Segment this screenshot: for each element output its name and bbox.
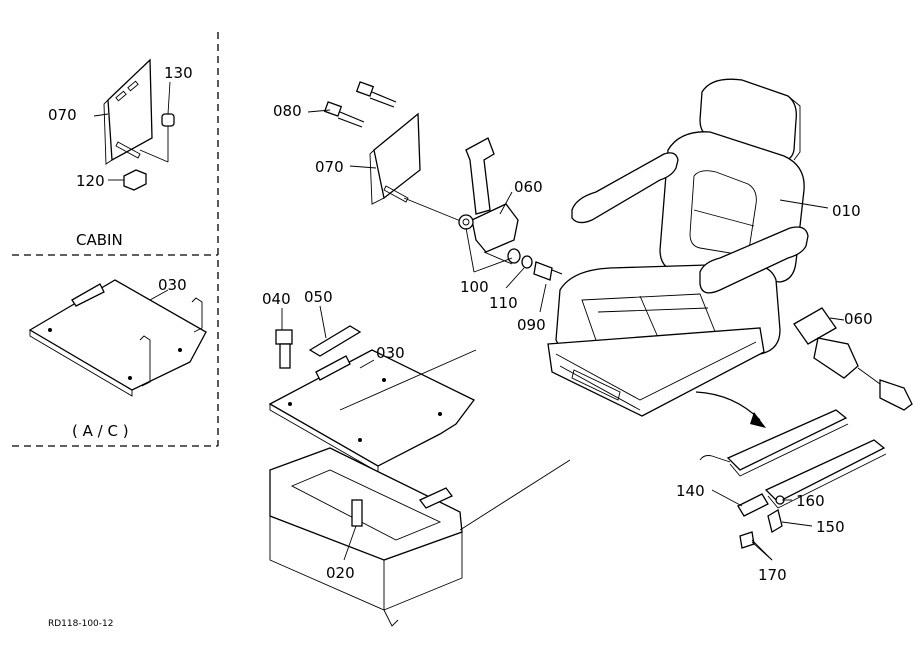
label-070-inset: 070 (48, 106, 77, 124)
label-100: 100 (460, 278, 489, 296)
cabin-nut-120 (123, 169, 147, 191)
label-020: 020 (326, 564, 355, 582)
cabin-bolt-130 (161, 113, 175, 162)
label-060-buckle: 060 (844, 310, 873, 328)
washer-bolt-drawing (507, 248, 563, 281)
label-130: 130 (164, 64, 193, 82)
label-120: 120 (76, 172, 105, 190)
label-030: 030 (376, 344, 405, 362)
label-ac: ( A / C ) (72, 422, 129, 440)
label-060-belt: 060 (514, 178, 543, 196)
label-140: 140 (676, 482, 705, 500)
seat-assembly-010-drawing (547, 78, 829, 417)
label-010: 010 (832, 202, 861, 220)
seat-bolt-080-drawing (323, 81, 397, 128)
label-050: 050 (304, 288, 333, 306)
label-160: 160 (796, 492, 825, 510)
spacer-050-drawing (308, 325, 362, 357)
drawing-id: RD118-100-12 (48, 619, 114, 629)
seat-rails-drawing (699, 409, 887, 561)
seat-base-020-drawing (269, 447, 571, 627)
label-030-inset: 030 (158, 276, 187, 294)
cabin-bracket-drawing (103, 58, 169, 165)
label-110: 110 (489, 294, 518, 312)
floor-plate-030-drawing (268, 349, 477, 473)
label-cabin: CABIN (76, 231, 123, 249)
label-040: 040 (262, 290, 291, 308)
ac-plate-drawing (28, 279, 207, 397)
detail-arrow (695, 391, 766, 428)
label-080: 080 (273, 102, 302, 120)
seat-bracket-070-drawing (369, 112, 469, 225)
label-150: 150 (816, 518, 845, 536)
label-070: 070 (315, 158, 344, 176)
seat-belt-060-drawing (458, 137, 519, 265)
bolt-040-drawing (275, 329, 293, 369)
label-170: 170 (758, 566, 787, 584)
seat-belt-buckle-060-drawing (793, 307, 913, 411)
leader-lines (93, 81, 845, 561)
label-090: 090 (517, 316, 546, 334)
inset-divider (12, 32, 219, 447)
